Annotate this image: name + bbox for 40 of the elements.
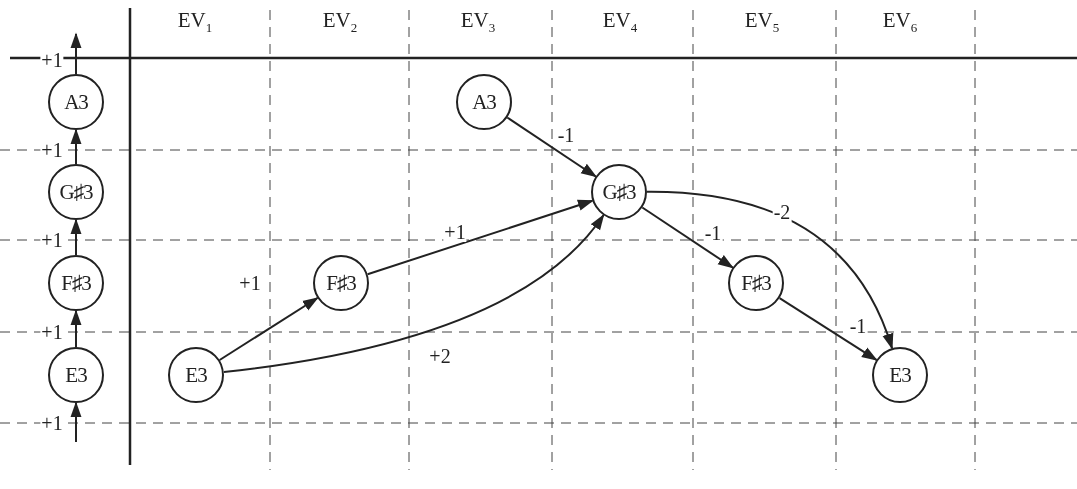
edge-label: -1 — [848, 316, 868, 336]
arrow — [70, 309, 82, 348]
edge-label: +1 — [238, 273, 262, 293]
arrow — [70, 218, 82, 256]
edge-label: -1 — [703, 223, 723, 243]
arrow — [70, 128, 82, 165]
edge-label: +1 — [40, 50, 64, 70]
note-circle: A3 — [456, 74, 512, 130]
column-header: EV$_{2}$ — [322, 9, 358, 35]
note-circle: E3 — [168, 347, 224, 403]
arrow — [366, 199, 594, 276]
note-circle: F♯3 — [48, 255, 104, 311]
arrow — [778, 297, 878, 361]
edge-label: +1 — [40, 230, 64, 250]
arrow — [70, 401, 82, 443]
arrow — [506, 116, 598, 178]
note-circle: F♯3 — [728, 255, 784, 311]
column-header: EV$_{1}$ — [177, 9, 213, 35]
arrow — [641, 206, 734, 269]
column-header: EV$_{4}$ — [602, 9, 638, 35]
arrow — [218, 297, 319, 361]
note-circle: F♯3 — [313, 255, 369, 311]
edge-label: +2 — [428, 346, 452, 366]
column-header: EV$_{6}$ — [882, 9, 918, 35]
note-circle: G♯3 — [591, 164, 647, 220]
edge-label: +1 — [40, 322, 64, 342]
arrow — [222, 214, 605, 373]
note-circle: E3 — [48, 347, 104, 403]
edge-label: -2 — [772, 202, 792, 222]
edge-label: +1 — [443, 222, 467, 242]
edge-label: +1 — [40, 413, 64, 433]
note-circle: G♯3 — [48, 164, 104, 220]
column-header: EV$_{5}$ — [744, 9, 780, 35]
column-header: EV$_{3}$ — [460, 9, 496, 35]
arrow — [70, 32, 82, 75]
edge-label: -1 — [556, 125, 576, 145]
arrow — [646, 190, 893, 350]
edge-label: +1 — [40, 140, 64, 160]
note-circle: A3 — [48, 74, 104, 130]
note-circle: E3 — [872, 347, 928, 403]
